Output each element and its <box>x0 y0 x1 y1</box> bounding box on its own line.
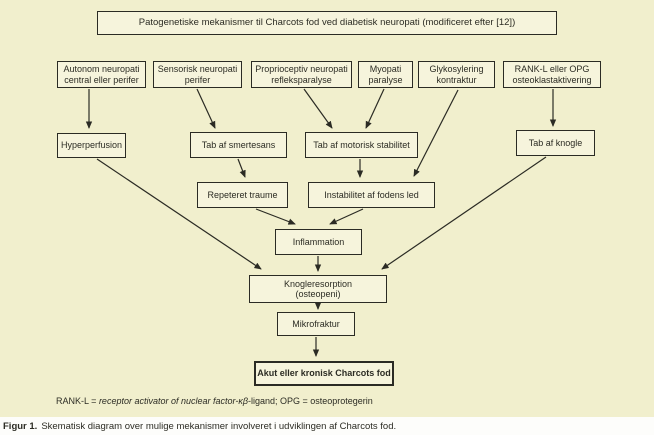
node-tab-af-motorisk-stabilitet: Tab af motorisk stabilitet <box>305 132 418 158</box>
diagram-panel: Patogenetiske mekanismer til Charcots fo… <box>0 0 654 417</box>
node-knogleresorption: Knogleresorption (osteopeni) <box>249 275 387 303</box>
arrow-proprioceptiv-motorisk <box>303 88 333 129</box>
footnote: RANK-L = receptor activator of nuclear f… <box>56 396 373 406</box>
node-repeteret-traume: Repeteret traume <box>197 182 288 208</box>
node-inflammation: Inflammation <box>275 229 362 255</box>
footnote-prefix: RANK-L = <box>56 396 99 406</box>
figure-caption-label: Figur 1. <box>3 420 38 432</box>
node-akut-kronisk-charcots-fod: Akut eller kronisk Charcots fod <box>254 361 394 386</box>
arrow-hyperperfusion-knogleresorption <box>96 158 262 270</box>
node-glykosylering: Glykosylering kontraktur <box>418 61 495 88</box>
arrow-knogle-knogleresorption <box>381 156 547 270</box>
arrow-smertesans-repeteret <box>237 158 246 178</box>
footnote-suffix: -ligand; OPG = osteoprotegerin <box>247 396 373 406</box>
arrow-instabilitet-inflammation <box>329 208 364 225</box>
node-rankl-opg: RANK-L eller OPG osteoklastaktivering <box>503 61 601 88</box>
footnote-italic: receptor activator of nuclear factor-κβ <box>98 396 248 406</box>
node-mikrofraktur: Mikrofraktur <box>277 312 355 336</box>
arrow-repeteret-inflammation <box>255 208 296 225</box>
node-myopati: Myopati paralyse <box>358 61 413 88</box>
arrow-sensorisk-smertesans <box>196 88 216 129</box>
node-instabilitet-fodens-led: Instabilitet af fodens led <box>308 182 435 208</box>
figure-caption-text: Skematisk diagram over mulige mekanismer… <box>41 420 397 432</box>
node-autonom-neuropati: Autonom neuropati central eller perifer <box>57 61 146 88</box>
arrows-layer <box>85 88 557 357</box>
node-proprioceptiv-neuropati: Proprioceptiv neuropati refleksparalyse <box>251 61 352 88</box>
arrow-myopati-motorisk <box>365 88 385 129</box>
node-hyperperfusion: Hyperperfusion <box>57 133 126 158</box>
node-tab-af-knogle: Tab af knogle <box>516 130 595 156</box>
node-tab-af-smertesans: Tab af smertesans <box>190 132 287 158</box>
diagram-title: Patogenetiske mekanismer til Charcots fo… <box>97 11 557 35</box>
figure-caption: Figur 1. Skematisk diagram over mulige m… <box>0 417 654 435</box>
arrow-glykosylering-instabilitet <box>413 89 459 177</box>
node-sensorisk-neuropati: Sensorisk neuropati perifer <box>153 61 242 88</box>
